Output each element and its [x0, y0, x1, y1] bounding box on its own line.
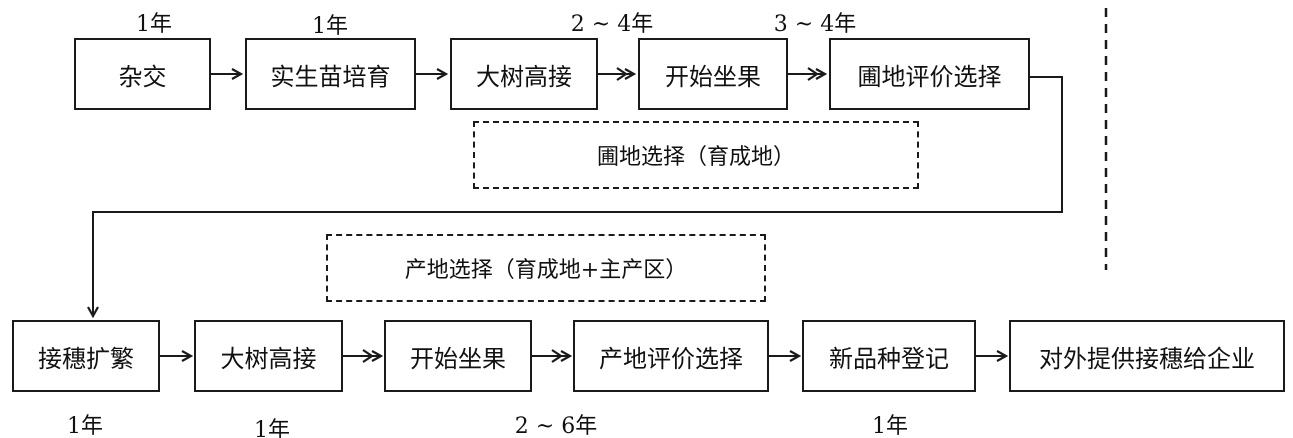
nursery-selection-note: 圃地选择（育成地） [473, 121, 919, 189]
wrap-connector [93, 76, 1063, 316]
arrow-bottom-3-head2 [551, 349, 563, 363]
step-seedling-cultivation: 实生苗培育 [245, 38, 416, 110]
duration-bottom-3: 2 ~ 6年 [514, 414, 598, 438]
step-nursery-evaluation: 圃地评价选择 [829, 38, 1030, 110]
duration-top-4: 3 ~ 4年 [773, 12, 857, 37]
step-top-grafting-2: 大树高接 [194, 320, 343, 392]
step-top-grafting: 大树高接 [450, 38, 598, 110]
step-variety-registration: 新品种登记 [802, 320, 976, 392]
duration-bottom-1: 1年 [67, 414, 103, 438]
step-supply-scions: 对外提供接穗给企业 [1009, 320, 1285, 392]
region-selection-note: 产地选择（育成地+主产区） [326, 234, 766, 302]
arrow-top-3-head2 [616, 67, 628, 81]
duration-top-1: 1年 [136, 12, 172, 37]
arrow-top-4-head2 [807, 67, 819, 81]
step-hybridization: 杂交 [74, 38, 211, 110]
step-region-evaluation: 产地评价选择 [573, 320, 769, 392]
arrow-bottom-2-head2 [362, 349, 374, 363]
duration-bottom-2: 1年 [254, 418, 290, 438]
step-scion-propagation: 接穗扩繁 [12, 320, 160, 392]
duration-top-2: 1年 [312, 14, 348, 39]
step-fruit-setting: 开始坐果 [638, 38, 788, 110]
duration-top-3: 2 ~ 4年 [570, 12, 654, 37]
step-fruit-setting-2: 开始坐果 [384, 320, 532, 392]
duration-bottom-4: 1年 [872, 414, 908, 438]
